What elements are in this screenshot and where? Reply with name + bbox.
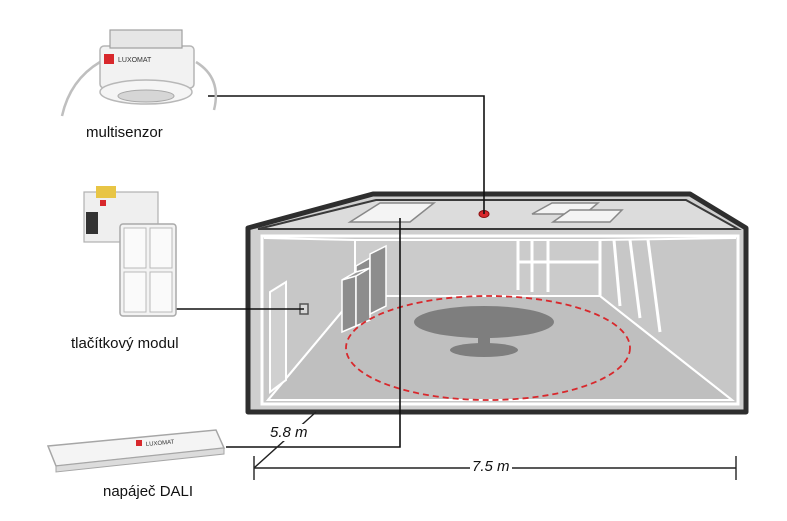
switch-rocker-br xyxy=(149,271,173,313)
power-supply-label: napáječ DALI xyxy=(103,483,194,500)
wire-sensor xyxy=(208,95,485,214)
switch-rocker-tl xyxy=(123,227,147,269)
switch-rocker-tr xyxy=(149,227,173,269)
wiring xyxy=(172,95,485,448)
power-supply-device: LUXOMAT xyxy=(46,429,226,473)
sensor-brand: LUXOMAT xyxy=(118,57,152,64)
module-connector xyxy=(86,212,98,234)
edge-right-bottom xyxy=(599,295,733,401)
switch-rocker-bl xyxy=(123,271,147,313)
spring-clip-left xyxy=(60,60,101,117)
sensor-lens xyxy=(117,89,175,103)
edge-left-top xyxy=(263,237,356,241)
multisensor-device: LUXOMAT xyxy=(60,29,218,117)
room xyxy=(245,191,749,415)
button-module-label: tlačítkový modul xyxy=(71,335,179,352)
skylight-left xyxy=(347,202,437,223)
windows xyxy=(516,239,662,333)
sensor-brand-mark xyxy=(104,54,114,64)
depth-dimension-label: 5.8 m xyxy=(268,424,310,441)
table-top xyxy=(414,306,554,338)
button-module-device xyxy=(83,186,177,317)
table-base xyxy=(450,343,518,357)
door xyxy=(269,280,287,394)
wire-power xyxy=(226,218,401,448)
spring-clip-right xyxy=(195,60,218,111)
module-brand-mark xyxy=(100,200,106,206)
skylight-right-2 xyxy=(550,209,624,223)
psu-brand-mark xyxy=(136,440,142,446)
module-wires xyxy=(96,186,116,198)
edge-right-top xyxy=(599,237,737,241)
sensor-top-module xyxy=(109,29,183,49)
detection-range xyxy=(345,295,631,401)
psu-brand: LUXOMAT xyxy=(146,439,175,447)
multisensor-label: multisenzor xyxy=(86,124,163,141)
back-wall xyxy=(354,239,601,297)
psu-side xyxy=(55,447,225,473)
width-dimension-label: 7.5 m xyxy=(470,458,512,475)
